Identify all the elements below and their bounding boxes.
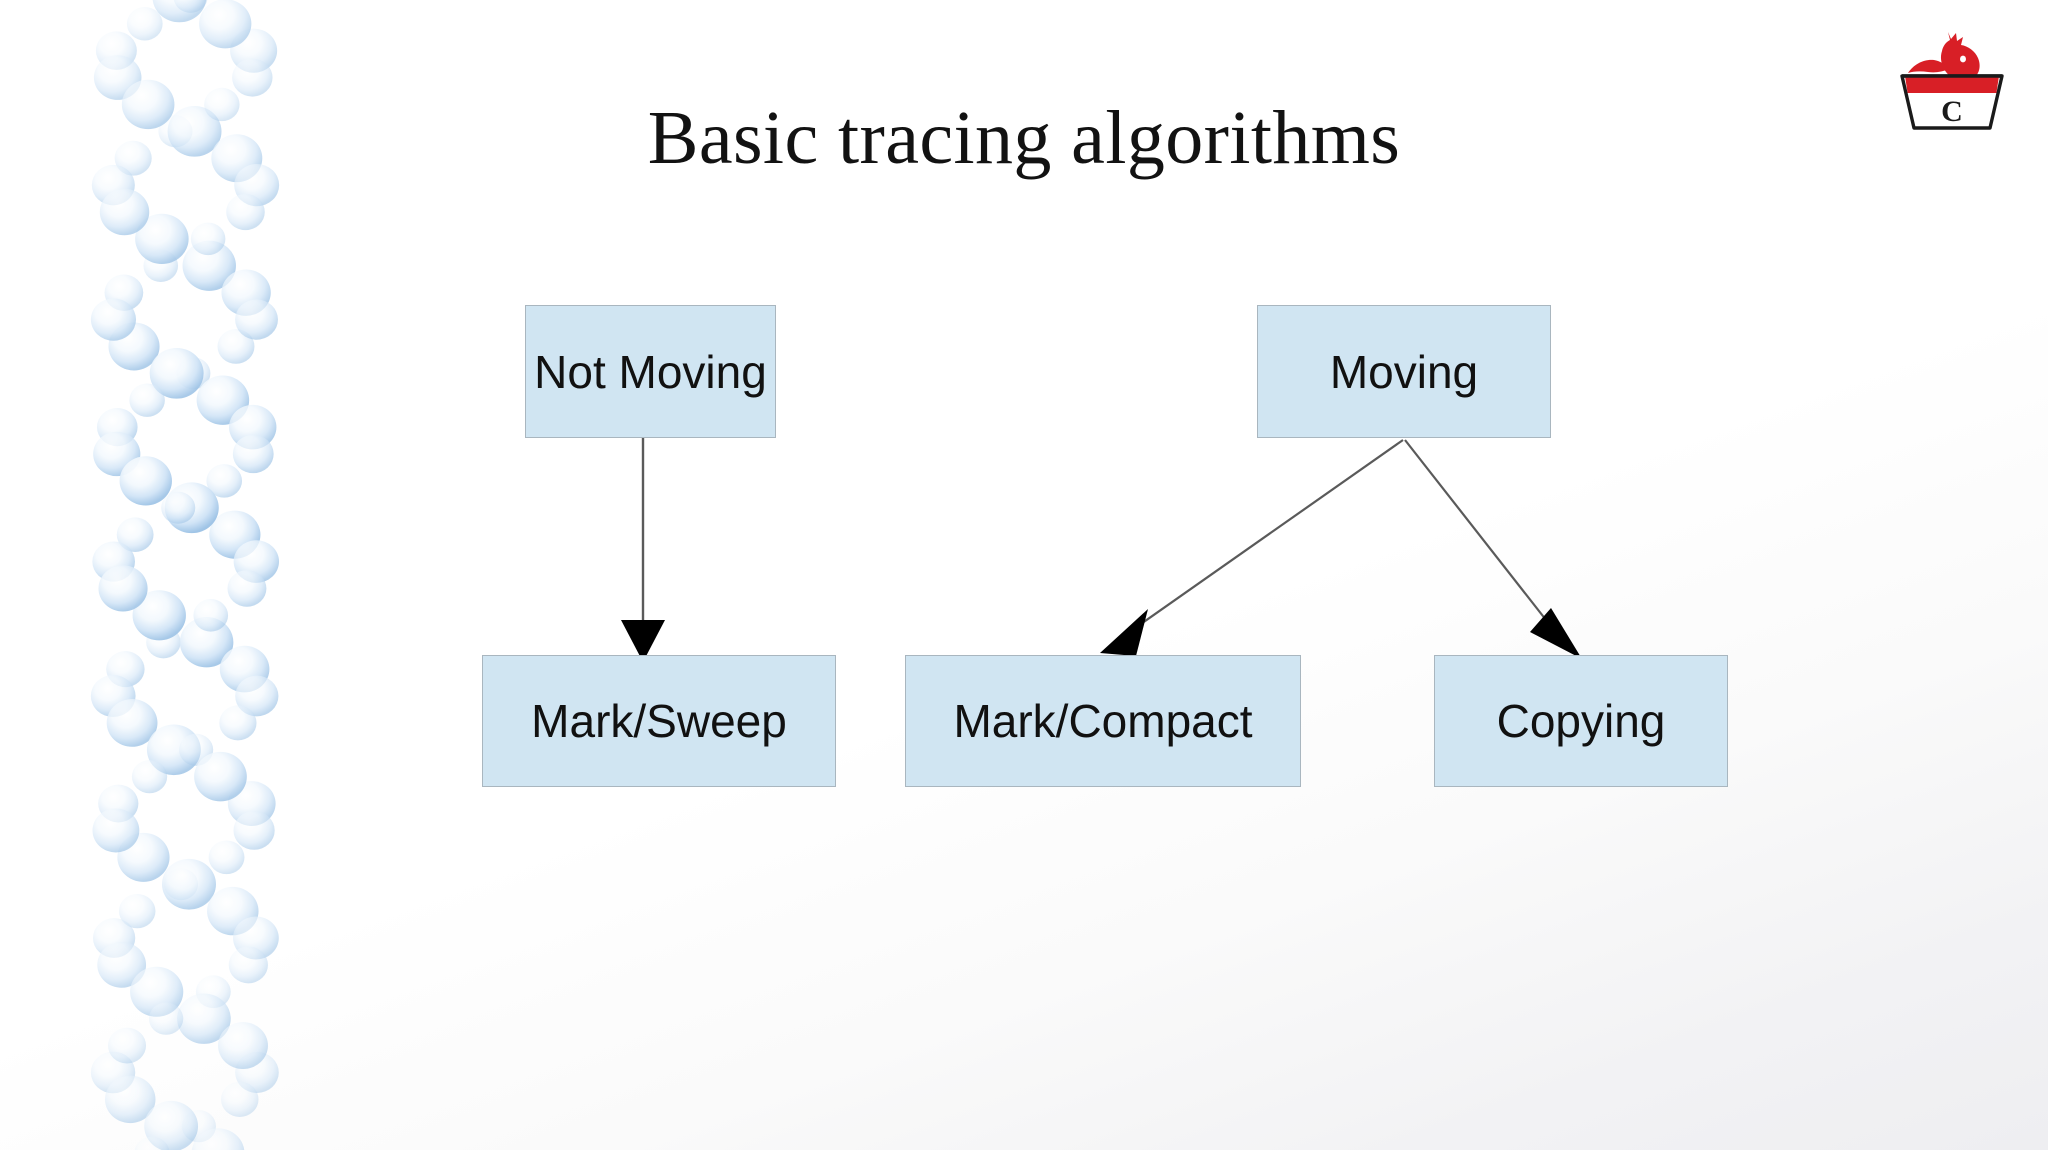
node-mark-compact[interactable]: Mark/Compact xyxy=(905,655,1301,787)
node-not-moving[interactable]: Not Moving xyxy=(525,305,776,438)
node-label: Copying xyxy=(1496,695,1666,747)
node-label: Mark/Sweep xyxy=(531,695,787,747)
node-mark-sweep[interactable]: Mark/Sweep xyxy=(482,655,836,787)
slide-title: Basic tracing algorithms xyxy=(647,96,1401,180)
edge-moving-to-mark-compact xyxy=(1100,439,1404,656)
node-label: Not Moving xyxy=(534,345,767,398)
node-label: Moving xyxy=(1329,345,1479,398)
node-copying[interactable]: Copying xyxy=(1434,655,1728,787)
edge-not-moving-to-mark-sweep xyxy=(621,438,665,662)
node-label: Mark/Compact xyxy=(953,695,1253,747)
logo-letter: C xyxy=(1941,95,1963,128)
edge-moving-to-copying xyxy=(1404,439,1582,659)
node-moving[interactable]: Moving xyxy=(1257,305,1551,438)
rooster-bucket-logo-icon: C xyxy=(1900,32,2004,130)
